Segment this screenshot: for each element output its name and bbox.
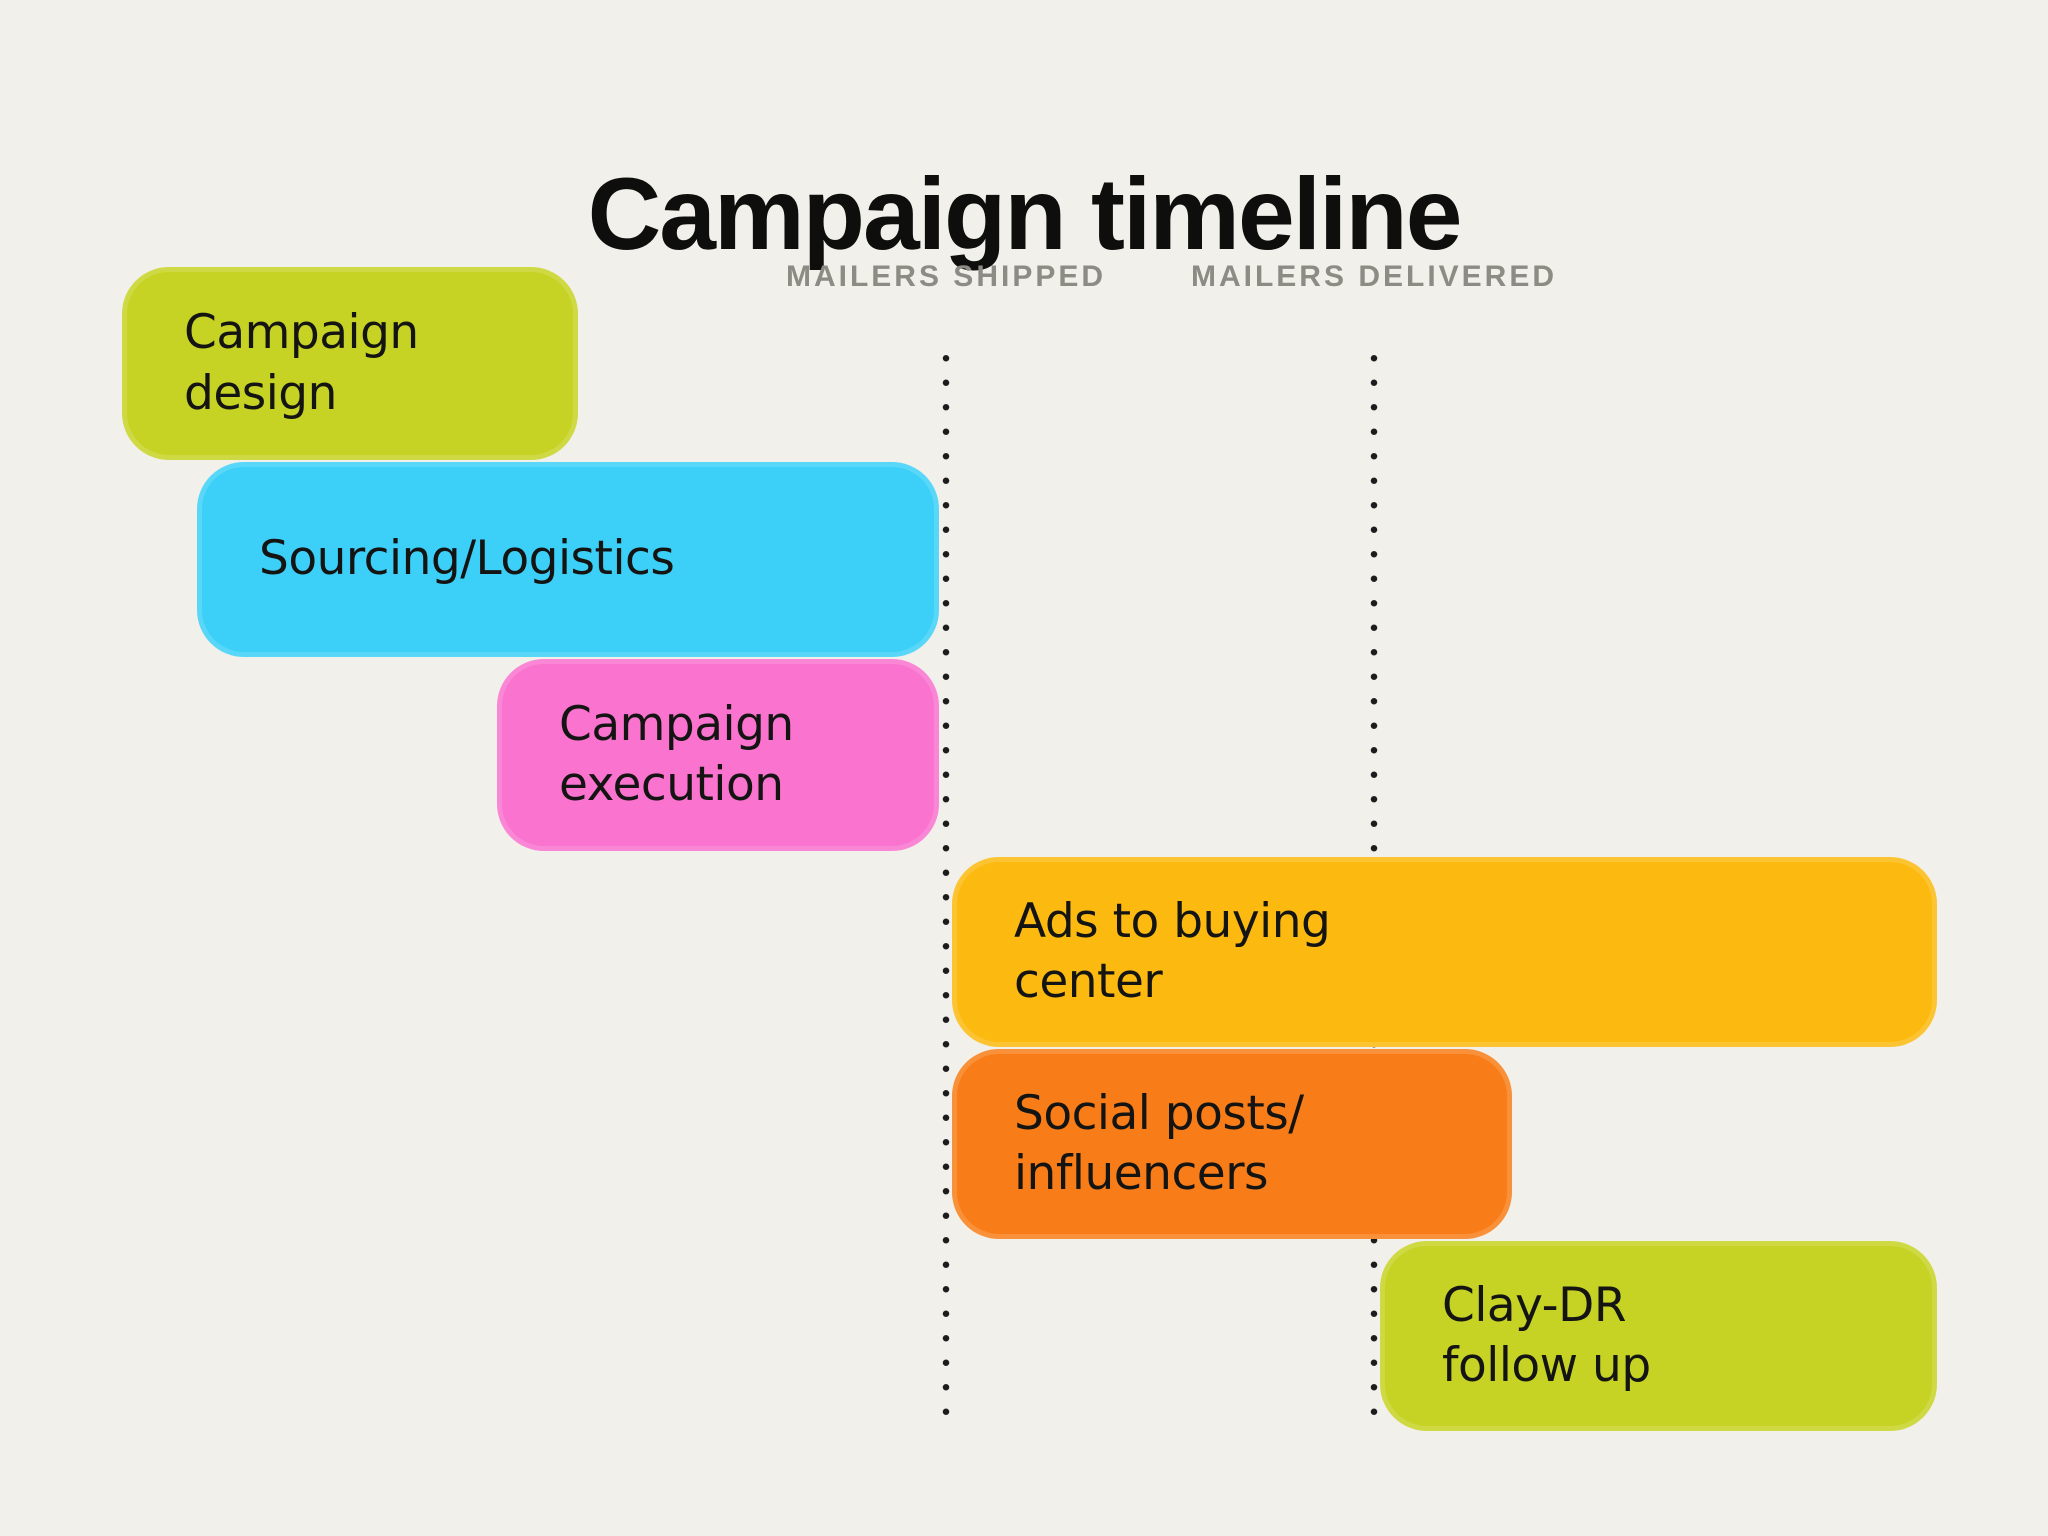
task-bar-campaign-execution: Campaign execution — [497, 659, 939, 851]
task-bar-label: Sourcing/Logistics — [259, 531, 675, 587]
task-bar-clay-dr-follow-up: Clay-DR follow up — [1380, 1241, 1937, 1431]
task-bar-sourcing-logistics: Sourcing/Logistics — [197, 462, 939, 657]
task-bar-label: Ads to buying center — [1014, 893, 1331, 1009]
task-bar-label: Social posts/ influencers — [1014, 1085, 1304, 1201]
task-bar-social-posts-influencers: Social posts/ influencers — [952, 1049, 1512, 1239]
task-bar-ads-to-buying-center: Ads to buying center — [952, 857, 1937, 1047]
milestone-label-mailers-delivered: MAILERS DELIVERED — [1190, 260, 1558, 293]
task-bar-label: Clay-DR follow up — [1442, 1277, 1651, 1393]
task-bar-campaign-design: Campaign design — [122, 267, 578, 460]
task-bar-label: Campaign execution — [559, 696, 794, 812]
task-bar-label: Campaign design — [184, 305, 419, 421]
page-title: Campaign timeline — [587, 157, 1463, 272]
milestone-label-mailers-shipped: MAILERS SHIPPED — [785, 260, 1107, 293]
milestone-line-mailers-shipped — [942, 346, 950, 1432]
